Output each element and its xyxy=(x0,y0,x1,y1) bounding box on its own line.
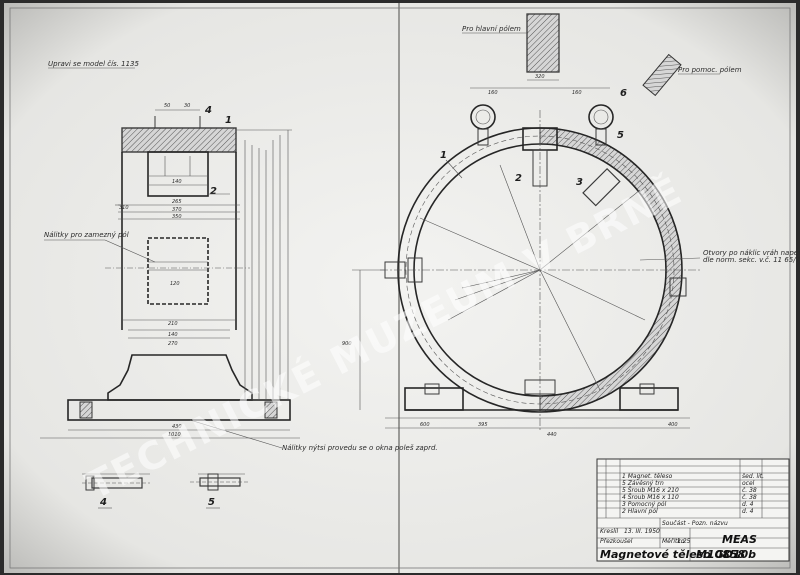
svg-text:MEAS: MEAS xyxy=(722,533,757,546)
svg-text:600: 600 xyxy=(420,422,430,428)
svg-text:2 Hlavní pól: 2 Hlavní pól xyxy=(622,508,658,515)
part-number-2-right: 2 xyxy=(515,173,522,184)
svg-text:šed. lit.: šed. lit. xyxy=(742,473,764,480)
svg-text:d. 4: d. 4 xyxy=(742,508,754,515)
svg-text:50: 50 xyxy=(164,103,170,109)
svg-text:d. 4: d. 4 xyxy=(742,501,754,508)
svg-text:140: 140 xyxy=(168,332,178,338)
svg-text:Měřítko: Měřítko xyxy=(662,538,685,545)
part-number-3: 3 xyxy=(576,177,583,188)
svg-text:Magnetové těleso GD10b: Magnetové těleso GD10b xyxy=(600,548,756,561)
svg-text:13. III. 1950: 13. III. 1950 xyxy=(624,528,660,535)
svg-text:265: 265 xyxy=(172,199,182,205)
svg-text:1:25: 1:25 xyxy=(677,538,691,545)
svg-text:5: 5 xyxy=(208,497,215,508)
svg-text:Přezkoušel: Přezkoušel xyxy=(600,538,633,545)
svg-text:M10858: M10858 xyxy=(696,548,746,561)
svg-text:4 Šroub M16 x 110: 4 Šroub M16 x 110 xyxy=(622,494,679,501)
svg-text:395: 395 xyxy=(478,422,488,428)
drawing-border xyxy=(9,7,791,569)
svg-text:440: 440 xyxy=(547,432,557,438)
svg-text:140: 140 xyxy=(172,179,182,185)
svg-text:4: 4 xyxy=(99,497,107,508)
svg-text:310: 310 xyxy=(119,205,129,211)
svg-text:č. 38: č. 38 xyxy=(742,487,757,494)
svg-text:Kreslil: Kreslil xyxy=(600,528,619,535)
svg-text:1010: 1010 xyxy=(168,432,181,438)
part-number-4: 4 xyxy=(204,105,212,116)
svg-text:370: 370 xyxy=(172,207,182,213)
right-note-line1: Otvory po náklic vráh napevnit xyxy=(703,249,800,257)
svg-text:270: 270 xyxy=(168,341,178,347)
svg-text:ocel: ocel xyxy=(742,480,755,487)
svg-text:5 Závěsný trn: 5 Závěsný trn xyxy=(622,480,664,487)
svg-text:30: 30 xyxy=(184,103,190,109)
detail-part-5: 5 xyxy=(190,473,250,509)
svg-text:3 Pomocný pól: 3 Pomocný pól xyxy=(622,501,667,508)
part-number-1: 1 xyxy=(225,115,232,126)
label-main-pole: Pro hlavní pólem xyxy=(462,25,521,33)
svg-text:1 Magnet. těleso: 1 Magnet. těleso xyxy=(622,473,673,480)
svg-text:č. 38: č. 38 xyxy=(742,494,757,501)
svg-text:430: 430 xyxy=(172,424,182,430)
right-note-line2: dle norm. sekc. v.č. 11 65/73 xyxy=(703,256,800,264)
front-view-ring: 320 160 160 xyxy=(342,13,700,438)
detail-part-4: 4 xyxy=(82,473,150,509)
svg-text:120: 120 xyxy=(170,281,180,287)
svg-text:400: 400 xyxy=(668,422,678,428)
svg-text:900: 900 xyxy=(342,341,352,347)
left-note: Nálitky pro zamezný pól xyxy=(44,231,129,239)
side-view: 50 30 140 265 370 350 120 210 140 270 xyxy=(40,103,300,439)
part-number-5-right: 5 xyxy=(617,130,624,141)
svg-text:320: 320 xyxy=(535,74,545,80)
svg-text:160: 160 xyxy=(488,90,498,96)
part-number-6: 6 xyxy=(620,88,627,99)
bottom-note: Nálitky nýtsi provedu se o okna poleš za… xyxy=(282,444,438,452)
svg-text:Součást - Pozn. názvu: Součást - Pozn. názvu xyxy=(662,520,728,527)
header-note: Upravi se model čís. 1135 xyxy=(48,60,139,68)
svg-text:160: 160 xyxy=(572,90,582,96)
part-number-1-right: 1 xyxy=(440,150,447,161)
part-number-2: 2 xyxy=(210,186,217,197)
label-aux-pole: Pro pomoc. pólem xyxy=(678,66,742,74)
svg-text:210: 210 xyxy=(168,321,178,327)
svg-text:350: 350 xyxy=(172,214,182,220)
title-block: 5 Závěsný trn 5 Šroub M16 x 210 4 Šroub … xyxy=(596,458,790,562)
svg-text:5 Šroub M16 x 210: 5 Šroub M16 x 210 xyxy=(622,487,679,494)
